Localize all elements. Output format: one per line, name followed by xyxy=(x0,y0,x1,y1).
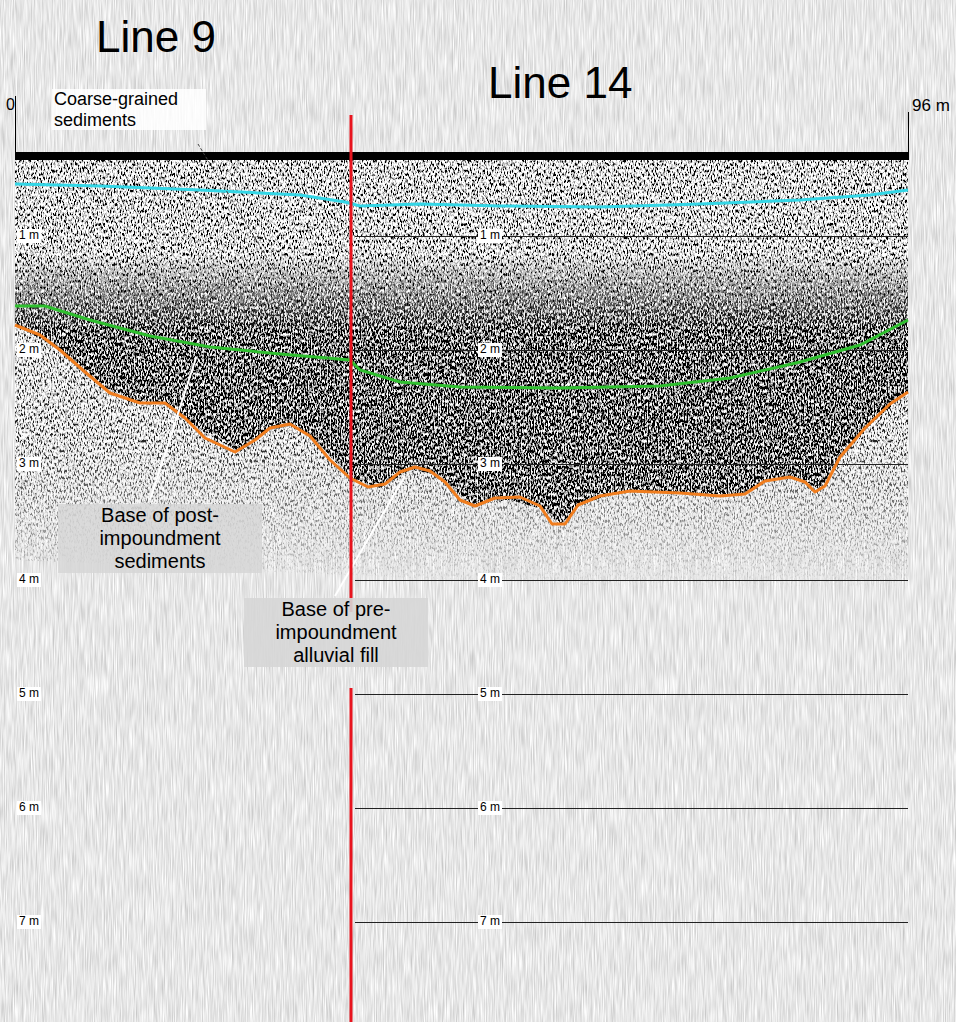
post-impoundment-base xyxy=(15,306,908,388)
leader-line xyxy=(150,358,196,500)
profile-junction-line xyxy=(350,115,353,612)
depth-label: 4 m xyxy=(17,573,41,587)
depth-label: 7 m xyxy=(17,915,41,929)
annotation-label: Base of pre-impoundment alluvial fill xyxy=(244,598,428,667)
annotation-label: Coarse-grained sediments xyxy=(52,89,206,130)
distance-label: 0 xyxy=(6,96,15,114)
edge-tick xyxy=(908,112,909,160)
edge-tick xyxy=(15,96,16,160)
depth-label: 2 m xyxy=(17,343,41,357)
depth-label: 7 m xyxy=(478,915,502,929)
leader-line xyxy=(198,144,346,388)
fade-zone xyxy=(15,320,908,610)
depth-label: 5 m xyxy=(17,687,41,701)
depth-gridlines xyxy=(355,237,908,923)
depth-label: 5 m xyxy=(478,687,502,701)
annotation-label: Base of post-impoundment sediments xyxy=(58,504,262,573)
surface-bar xyxy=(15,152,908,160)
depth-label: 6 m xyxy=(478,801,502,815)
profile-junction-line xyxy=(350,688,353,1022)
depth-label: 6 m xyxy=(17,801,41,815)
profile-title: Line 9 xyxy=(96,12,216,63)
depth-label: 2 m xyxy=(478,343,502,357)
profile-title: Line 14 xyxy=(488,58,632,109)
leader-line xyxy=(335,476,405,596)
water-surface-line xyxy=(15,184,908,207)
distance-label: 96 m xyxy=(912,96,950,116)
depth-label: 3 m xyxy=(478,457,502,471)
depth-label: 4 m xyxy=(478,573,502,587)
radar-ground xyxy=(15,160,908,1022)
depth-label: 1 m xyxy=(17,229,41,243)
depth-label: 1 m xyxy=(478,229,502,243)
pre-impoundment-base xyxy=(15,325,908,524)
depth-label: 3 m xyxy=(17,457,41,471)
